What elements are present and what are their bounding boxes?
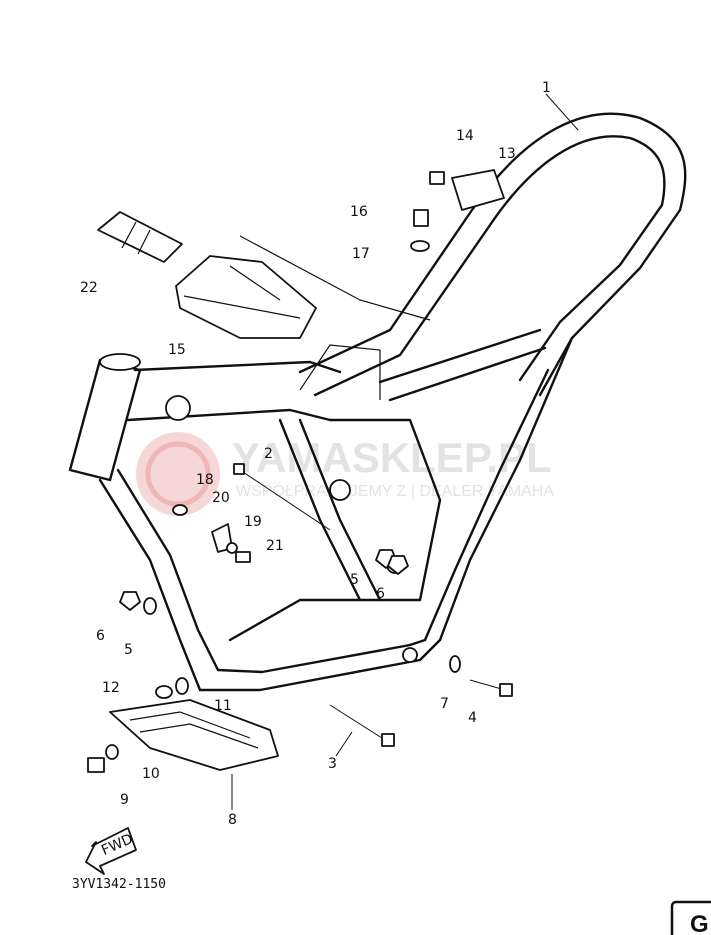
watermark: YAMASKLEP.PL WSPÓŁPRACUJEMY Z | DEALER Y… <box>136 432 554 516</box>
callout-22: 22 <box>80 280 98 296</box>
part-18 <box>172 504 188 516</box>
callout-21: 21 <box>266 538 284 554</box>
washer-5-left <box>143 597 157 615</box>
callout-14: 14 <box>456 128 474 144</box>
bolt-2 <box>233 463 245 475</box>
callout-8: 8 <box>228 812 237 828</box>
callout-20: 20 <box>212 490 230 506</box>
main-frame <box>68 112 687 692</box>
callout-3: 3 <box>328 756 337 772</box>
callouts: 1 2 3 4 5 5 6 6 7 8 9 10 11 12 13 14 15 … <box>80 80 579 828</box>
callout-4: 4 <box>468 710 477 726</box>
collar-11 <box>175 677 189 695</box>
callout-6b: 6 <box>376 586 385 602</box>
nut-6-right <box>387 555 409 575</box>
callout-19: 19 <box>244 514 262 530</box>
nut-6-left <box>119 591 141 611</box>
callout-1: 1 <box>542 80 551 96</box>
callout-15: 15 <box>168 342 186 358</box>
damper-22 <box>97 211 183 263</box>
callout-10: 10 <box>142 766 160 782</box>
callout-5b: 5 <box>124 642 133 658</box>
callout-16: 16 <box>350 204 368 220</box>
diagram-code: 3YV1342-1150 <box>72 877 166 892</box>
callout-6: 6 <box>96 628 105 644</box>
corner-badge: G <box>670 900 711 935</box>
skid-plate-8 <box>109 699 279 771</box>
callout-18: 18 <box>196 472 214 488</box>
washer-7 <box>449 655 461 673</box>
callout-13: 13 <box>498 146 516 162</box>
callout-7: 7 <box>440 696 449 712</box>
grommet-12 <box>155 685 173 699</box>
bolt-3 <box>381 733 395 747</box>
watermark-name: YAMASKLEP.PL <box>232 434 552 481</box>
reference-line <box>239 235 431 321</box>
bolt-16 <box>413 209 429 227</box>
washer-17 <box>410 240 430 252</box>
fwd-arrow-icon: FWD <box>85 827 137 875</box>
callout-11: 11 <box>214 698 232 714</box>
corner-badge-text: G <box>690 911 709 935</box>
watermark-tagline: WSPÓŁPRACUJEMY Z | DEALER YAMAHA <box>236 481 554 500</box>
callout-9: 9 <box>120 792 129 808</box>
bolt-4 <box>499 683 513 697</box>
callout-17: 17 <box>352 246 370 262</box>
callout-12: 12 <box>102 680 120 696</box>
bolt-14 <box>429 171 445 185</box>
callout-2: 2 <box>264 446 273 462</box>
cover-15 <box>175 255 317 339</box>
fasteners <box>87 169 513 773</box>
washer-19 <box>226 542 238 554</box>
callout-5: 5 <box>350 572 359 588</box>
bracket-13 <box>451 169 505 211</box>
washer-10 <box>105 744 119 760</box>
screw-21 <box>235 551 251 563</box>
bolt-9 <box>87 757 105 773</box>
